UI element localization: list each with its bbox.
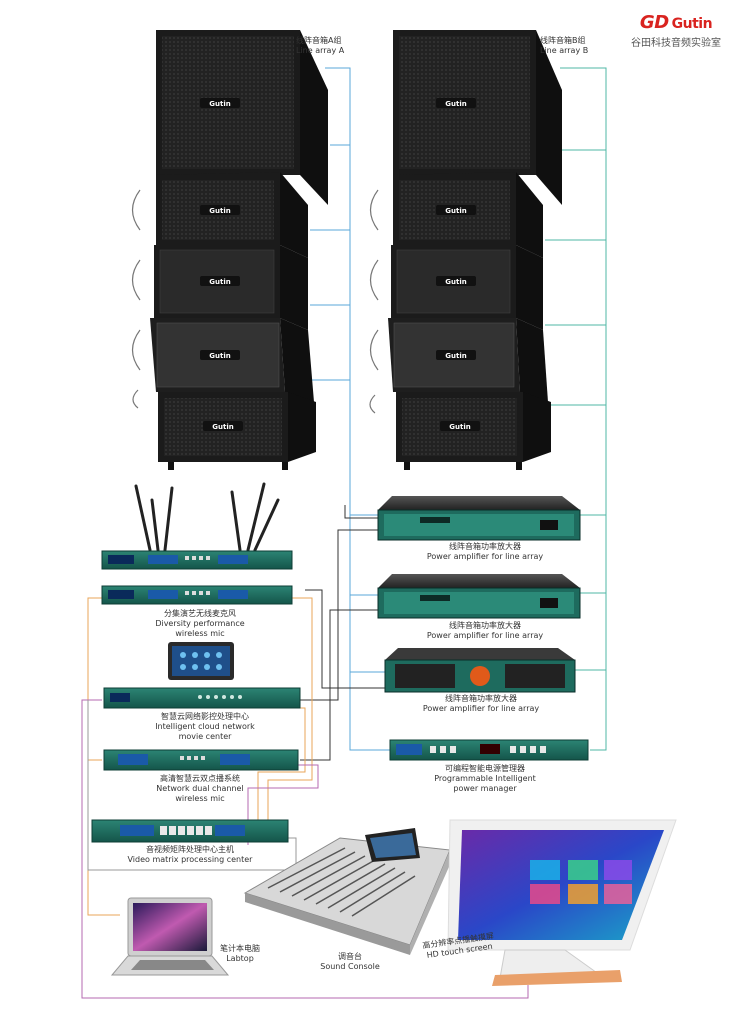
cable-purple-1 <box>81 699 529 999</box>
screen-tiles <box>530 860 632 904</box>
cable-array-a <box>325 67 390 751</box>
brand-logo-text: Gutin <box>671 16 713 32</box>
touch-screen <box>447 819 677 986</box>
label-line-array-a: 线阵音箱A组 Line array A <box>296 36 345 55</box>
speaker-logo: Gutin <box>209 100 230 108</box>
label-laptop: 笔计本电脑 Labtop <box>220 944 260 963</box>
cable-purple-3 <box>247 764 319 845</box>
power-manager-rack <box>389 739 589 761</box>
cable-signal-4 <box>344 505 385 519</box>
laptop <box>110 897 230 976</box>
connection-lines <box>81 67 607 999</box>
speaker-logo: Gutin <box>212 423 233 431</box>
cable-signal-3 <box>305 589 385 689</box>
label-amp-3: 线阵音箱功率放大器 Power amplifier for line array <box>422 694 540 713</box>
array-a-box-1-side <box>300 30 328 205</box>
power-amp-2 <box>377 574 581 619</box>
label-diversity-mic: 分集演艺无线麦克风 Diversity performance wireless… <box>155 609 245 638</box>
label-console: 调音台 Sound Console <box>320 952 380 971</box>
control-tablet <box>168 642 234 680</box>
label-movie-center: 智慧云网络影控处理中心 Intelligent cloud network mo… <box>155 712 255 741</box>
cable-orange-3 <box>257 707 306 835</box>
network-mic-rack <box>103 749 299 771</box>
label-line-array-b: 线阵音箱B组 Line array B <box>540 36 589 55</box>
speaker-logo: Gutin <box>209 207 230 215</box>
sound-console <box>243 828 452 955</box>
array-b-logos: Gutin Gutin Gutin Gutin Gutin <box>436 98 480 431</box>
movie-center-rack <box>103 687 301 709</box>
speaker-logo: Gutin <box>445 352 466 360</box>
brand-logo-mark: GD <box>639 12 669 33</box>
power-amp-1 <box>377 496 581 541</box>
label-amp-2: 线阵音箱功率放大器 Power amplifier for line array <box>426 621 544 640</box>
line-array-b: Gutin Gutin Gutin Gutin Gutin <box>369 30 562 470</box>
cable-signal-2 <box>300 609 378 761</box>
label-network-mic: 高清智慧云双点播系统 Network dual channel wireless… <box>156 774 244 803</box>
line-array-a: Gutin Gutin Gutin Gutin Gutin <box>131 30 328 470</box>
power-amp-3 <box>384 648 576 693</box>
label-power-manager: 可编程智能电源管理器 Programmable Intelligent powe… <box>434 764 536 793</box>
array-b-rigging <box>369 189 379 414</box>
wireless-mic-receivers <box>101 482 293 605</box>
speaker-logo: Gutin <box>445 100 466 108</box>
array-a-rigging <box>131 189 141 409</box>
cable-orange-1 <box>267 597 313 830</box>
label-amp-1: 线阵音箱功率放大器 Power amplifier for line array <box>426 542 544 561</box>
speaker-logo: Gutin <box>449 423 470 431</box>
array-a-logos: Gutin Gutin Gutin Gutin Gutin <box>200 98 243 431</box>
cable-signal-1 <box>300 529 378 701</box>
speaker-logo: Gutin <box>209 352 230 360</box>
speaker-logo: Gutin <box>445 278 466 286</box>
cable-array-b <box>560 67 607 751</box>
brand-subtitle: 谷田科技音频实验室 <box>631 38 721 49</box>
video-matrix-rack <box>91 819 289 843</box>
speaker-logo: Gutin <box>209 278 230 286</box>
speaker-logo: Gutin <box>445 207 466 215</box>
label-video-matrix: 音视频矩阵处理中心主机 Video matrix processing cent… <box>127 845 253 864</box>
antennas <box>134 482 280 552</box>
